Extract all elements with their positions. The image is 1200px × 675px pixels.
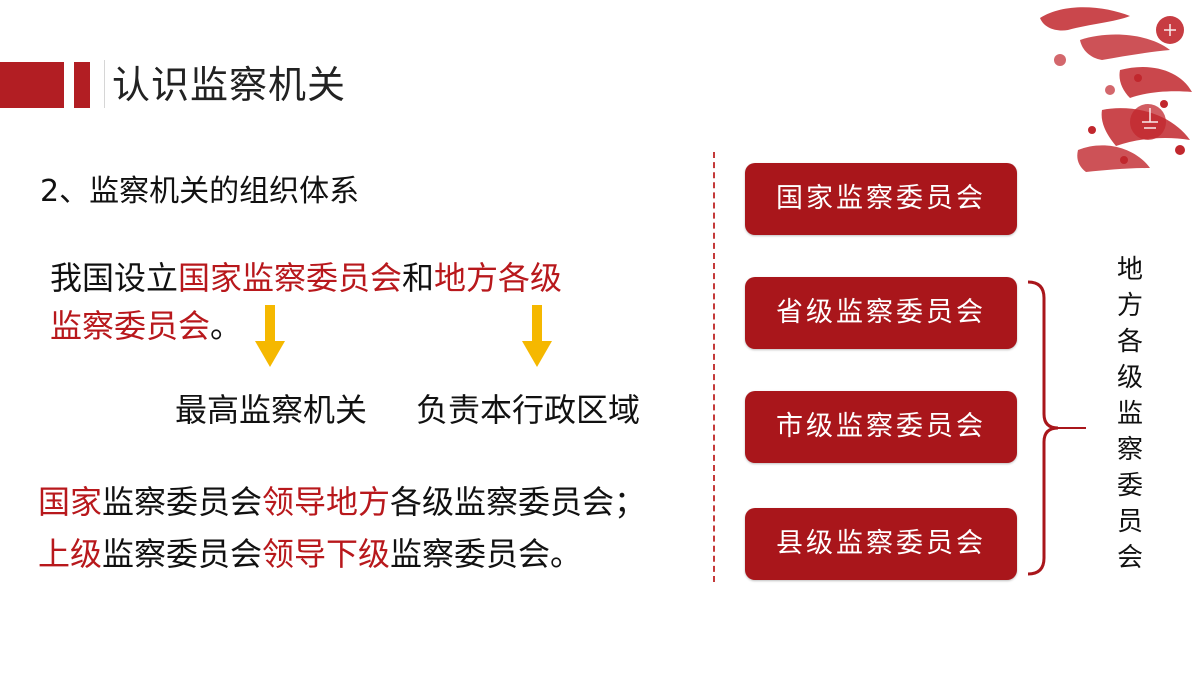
down-arrow-icon [255,305,285,367]
page-title: 认识监察机关 [112,63,347,107]
county-committee-box: 县级监察委员会 [745,508,1017,580]
relation-1-c: 领导地方 [262,483,391,521]
relation-2-a: 上级 [38,535,103,573]
right-brace-icon [1027,280,1086,576]
relation-1-d: 各级监察委员会； [390,483,647,521]
leadership-relations: 国家监察委员会领导地方各级监察委员会； 上级监察委员会领导下级监察委员会。 [38,476,698,580]
provincial-committee-box: 省级监察委员会 [745,277,1017,349]
relation-1-b: 监察委员会 [102,483,263,521]
municipal-committee-box: 市级监察委员会 [745,391,1017,463]
section-heading: 2、监察机关的组织体系 [40,174,360,209]
intro-text-1: 我国设立 [50,259,179,297]
header-separator [104,60,105,108]
header-accent-bar [0,62,64,108]
relation-2-d: 监察委员会。 [390,535,583,573]
relation-line-2: 上级监察委员会领导下级监察委员会。 [38,528,698,580]
supreme-organ-label: 最高监察机关 [175,391,368,429]
intro-paragraph: 我国设立国家监察委员会和地方各级 监察委员会。 [50,254,650,350]
relation-1-a: 国家 [38,483,103,521]
intro-local-prefix: 地方各级 [434,259,563,297]
paper-cut-decoration [1040,7,1192,172]
intro-national-committee: 国家监察委员会 [178,259,403,297]
relation-line-1: 国家监察委员会领导地方各级监察委员会； [38,476,698,528]
intro-local-suffix: 监察委员会 [50,307,211,345]
down-arrow-icon [522,305,552,367]
intro-text-2: 和 [402,259,435,297]
local-responsibility-label: 负责本行政区域 [416,391,641,429]
national-committee-box: 国家监察委员会 [745,163,1017,235]
intro-end-punct: 。 [210,307,243,345]
dashed-divider [713,152,715,582]
header-accent-bar-thin [74,62,90,108]
relation-2-b: 监察委员会 [102,535,263,573]
local-committees-vertical-label: 地方各级监察委员会 [1116,255,1143,573]
relation-2-c: 领导下级 [262,535,391,573]
